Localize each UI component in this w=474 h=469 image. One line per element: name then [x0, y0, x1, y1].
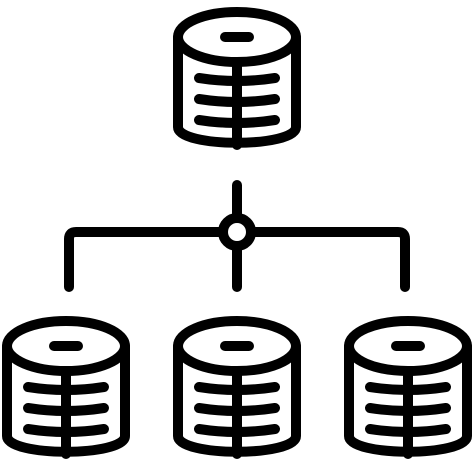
junction-node-icon — [218, 213, 256, 251]
connector-right-branch — [248, 227, 410, 292]
middle-database-icon — [178, 321, 296, 454]
network-connector — [64, 180, 410, 292]
right-database-icon — [349, 321, 467, 454]
left-database-icon — [7, 321, 125, 454]
connector-left-branch — [64, 227, 226, 292]
top-database-icon — [178, 12, 296, 145]
